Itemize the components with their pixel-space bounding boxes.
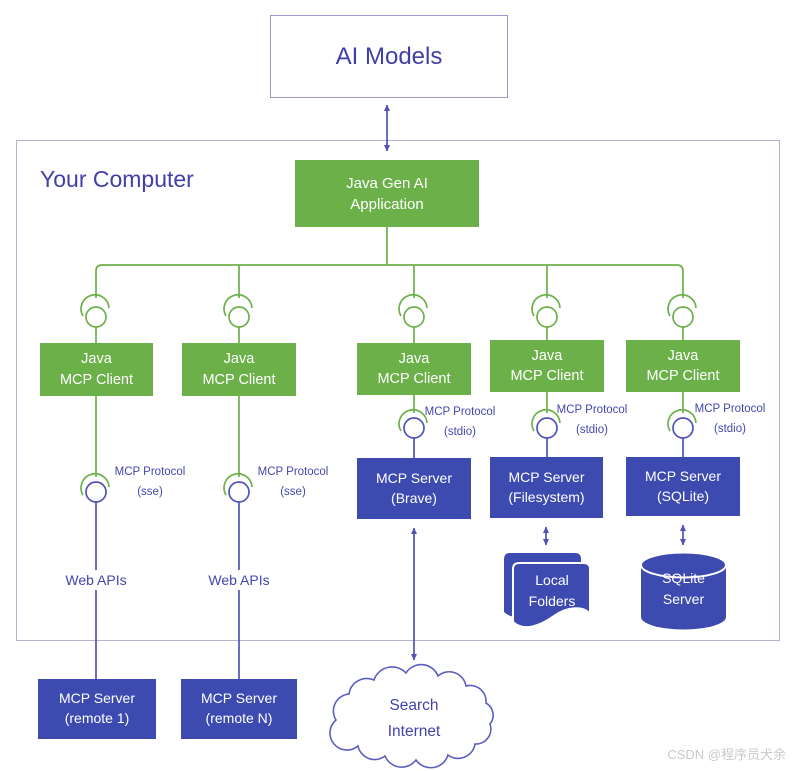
socket-arc-icon [667,408,697,432]
label-local-folders: Local Folders [528,572,576,609]
socket-ball-icon [228,306,250,328]
watermark: CSDN @程序员犬余 [667,747,786,762]
socket-ball-icon [85,481,107,503]
socket-arc-icon [667,293,697,317]
app-label-line1: Java Gen AI [346,174,428,192]
node-server-remote-n: MCP Server (remote N) [181,679,297,739]
label-mcp-protocol-stdio-3: MCP Protocol (stdio) [694,403,766,436]
label-mcp-protocol-stdio-2: MCP Protocol (stdio) [556,404,628,437]
cylinder-top [640,551,727,579]
socket-arc-icon [398,293,428,317]
socket-arc-icon [531,293,561,317]
label-sqlite-server: SQLite Server [662,570,705,607]
node-client-5: Java MCP Client [626,340,740,392]
socket-ball-icon [672,306,694,328]
folder-shape [504,553,591,629]
socket-ball-icon [85,306,107,328]
socket-ball-icon [672,417,694,439]
cylinder-body [641,565,726,630]
client-socket-icons [80,293,697,328]
node-server-sqlite: MCP Server (SQLite) [626,457,740,516]
socket-ball-icon [536,306,558,328]
node-server-remote-1: MCP Server (remote 1) [38,679,156,739]
socket-arc-icon [223,472,253,496]
socket-ball-icon [403,306,425,328]
socket-arc-icon [80,472,110,496]
node-client-4: Java MCP Client [490,340,604,392]
socket-arc-icon [223,293,253,317]
socket-arc-icon [398,408,428,432]
label-mcp-protocol-sse-1: MCP Protocol (sse) [114,466,186,499]
node-client-3: Java MCP Client [357,343,471,395]
label-mcp-protocol-sse-2: MCP Protocol (sse) [257,466,329,499]
your-computer-label: Your Computer [40,166,194,192]
folder-front-shape [512,562,591,629]
label-web-apis-1: Web APIs [56,570,136,590]
ai-models-label: AI Models [335,42,443,70]
node-server-brave: MCP Server (Brave) [357,458,471,519]
socket-ball-icon [228,481,250,503]
label-mcp-protocol-stdio-1: MCP Protocol (stdio) [424,406,496,439]
database-cylinder-shape [640,551,727,630]
node-ai-models: AI Models [270,15,508,98]
stdio-socket-icons [398,408,697,439]
label-web-apis-2: Web APIs [199,570,279,590]
double-arrows [384,104,686,661]
label-search-internet: Search Internet [387,697,441,740]
node-app: Java Gen AI Application [295,160,479,227]
socket-arc-icon [80,293,110,317]
app-label-line2: Application [350,195,424,213]
node-client-1: Java MCP Client [40,343,153,396]
blue-connector-lines [95,438,684,679]
cloud-shape [329,663,494,769]
node-client-2: Java MCP Client [182,343,296,396]
socket-arc-icon [531,408,561,432]
node-server-filesystem: MCP Server (Filesystem) [490,457,603,518]
